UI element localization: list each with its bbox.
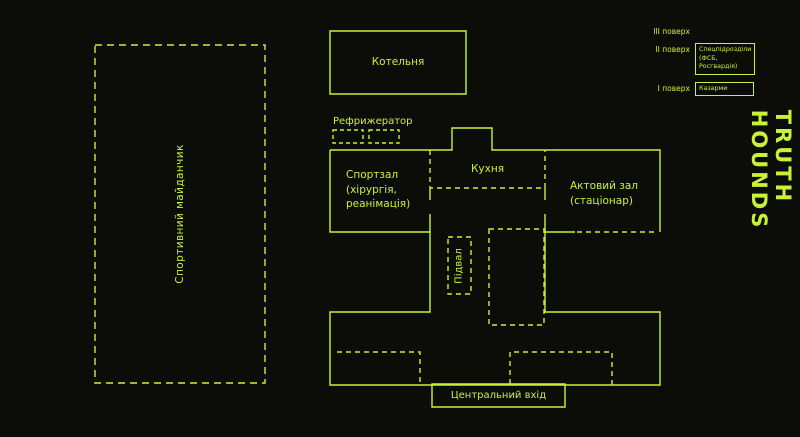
- central-entrance-label: Центральний вхід: [450, 389, 547, 401]
- kitchen-label: Кухня: [470, 162, 505, 175]
- legend-floor1-value: Казарми: [695, 81, 754, 96]
- sports-ground-outline: [94, 44, 266, 384]
- legend-row-floor3: ІІІ поверх: [646, 25, 754, 36]
- assembly-hall-label: Актовий зал (стаціонар): [570, 180, 638, 207]
- interior-walls: [429, 188, 546, 232]
- floor-legend: ІІІ поверх ІІ поверх Спецпідрозділи (ФСБ…: [646, 25, 756, 96]
- boiler-room-outline: [329, 30, 467, 95]
- legend-floor3-label: ІІІ поверх: [653, 27, 690, 36]
- legend-floor2-value: Спецпідрозділи (ФСБ, Росгвардія): [695, 43, 756, 75]
- truth-hounds-wordmark: TRUTH HOUNDS: [747, 109, 795, 230]
- legend-floor1-label: І поверх: [657, 83, 690, 93]
- gym-label: Спортзал (хірургія, реанімація): [346, 169, 411, 211]
- sports-ground-label: Спортивний майданчик: [174, 144, 186, 284]
- dashed-partitions: [337, 150, 658, 385]
- refrigerator-label: Рефрижератор: [333, 116, 413, 127]
- basement-label: Підвал: [453, 248, 465, 284]
- entrance-outline: [431, 383, 566, 408]
- legend-row-floor2: ІІ поверх Спецпідрозділи (ФСБ, Росгварді…: [646, 43, 756, 75]
- legend-row-floor1: І поверх Казарми: [646, 81, 754, 96]
- legend-floor2-label: ІІ поверх: [655, 45, 690, 54]
- boiler-room-label: Котельня: [371, 56, 425, 69]
- refrigerator-boxes: [332, 129, 400, 144]
- building-outline: [329, 127, 661, 386]
